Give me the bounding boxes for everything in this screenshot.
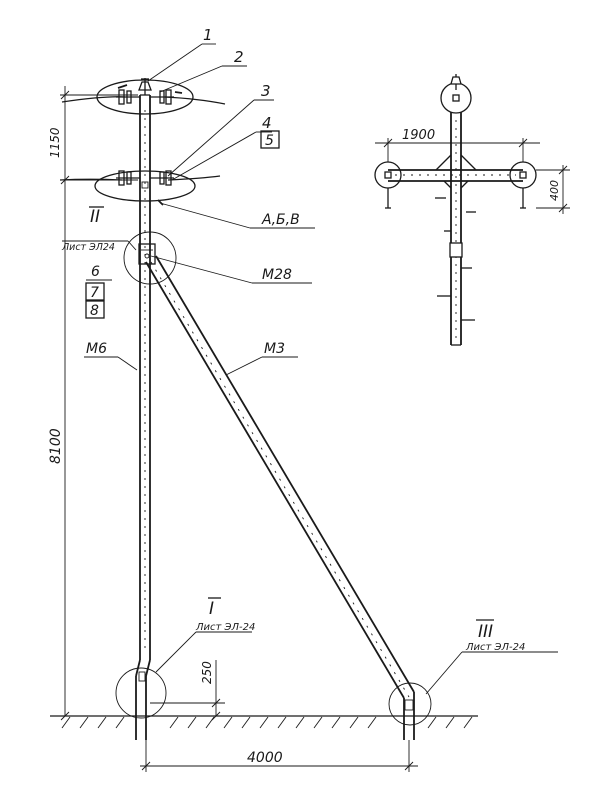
side-view: 1900 400 <box>374 74 570 346</box>
box-8 <box>85 300 105 319</box>
callout-m28: М28 <box>262 267 292 283</box>
callout-1: 1 <box>203 26 213 44</box>
view-ref-ii-sheet: Лист ЭЛ24 <box>61 242 115 253</box>
detail-circle-ii <box>123 231 177 285</box>
main-elevation-view: 1 2 3 4 5 А,Б,В М28 6 7 8 М6 М3 II Лист … <box>48 26 558 772</box>
dim-base-offset: 250 <box>200 661 214 684</box>
view-ref-iii-numeral: III <box>478 622 493 642</box>
dim-crossarm-width: 1900 <box>402 128 435 143</box>
strut-joint <box>138 243 156 265</box>
callout-m3: М3 <box>264 341 285 357</box>
callout-m6: М6 <box>86 341 107 357</box>
strut-pole <box>145 255 415 740</box>
callout-7: 7 <box>90 285 99 301</box>
dim-main-height: 8100 <box>48 428 64 464</box>
detail-circle-iii <box>388 682 432 726</box>
callout-abv: А,Б,В <box>261 212 300 228</box>
main-pole <box>135 94 151 740</box>
view-ref-i-numeral: I <box>209 599 214 619</box>
callout-leaders <box>62 43 558 695</box>
view-ref-i-sheet: Лист ЭЛ-24 <box>195 622 255 633</box>
dimension-lines <box>60 86 418 772</box>
upper-crossarm <box>61 78 226 115</box>
ground-line <box>50 715 478 729</box>
callout-4: 4 <box>262 114 272 132</box>
dim-strut-span: 4000 <box>247 750 283 766</box>
dim-top-height: 1150 <box>48 127 62 158</box>
detail-circle-i <box>115 667 167 719</box>
view-ref-iii-sheet: Лист ЭЛ-24 <box>465 642 525 653</box>
callout-2: 2 <box>234 48 244 66</box>
dim-crossarm-drop: 400 <box>548 180 561 201</box>
callout-6: 6 <box>91 264 100 280</box>
callout-5: 5 <box>265 133 274 149</box>
view-ref-ii-numeral: II <box>90 207 100 227</box>
box-5 <box>260 130 280 149</box>
callout-8: 8 <box>90 303 99 319</box>
callout-3: 3 <box>261 82 271 100</box>
box-7 <box>85 282 105 301</box>
